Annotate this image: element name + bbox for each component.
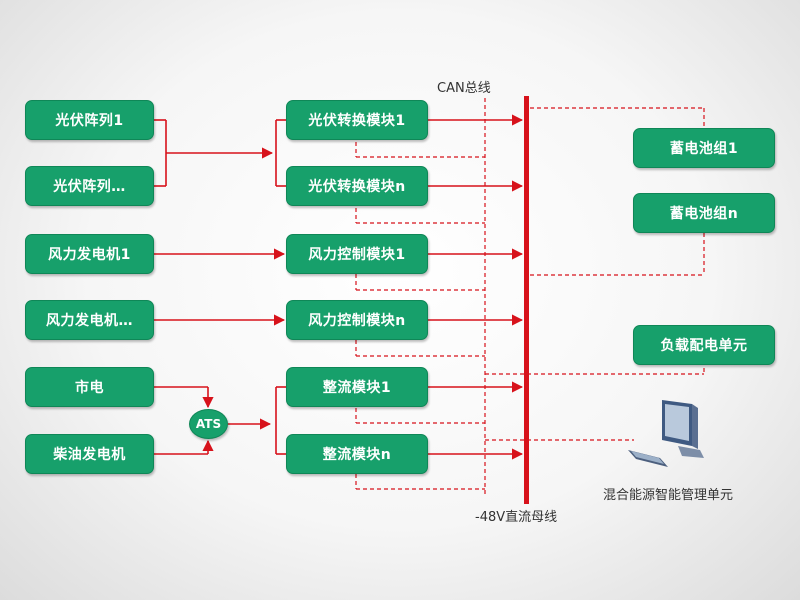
rectifier-n-box: 整流模块n xyxy=(286,434,428,474)
rectifier-1-box: 整流模块1 xyxy=(286,367,428,407)
dc-bus-label: -48V直流母线 xyxy=(475,510,558,525)
diesel-generator-box: 柴油发电机 xyxy=(25,434,154,474)
wind-generator-n-box: 风力发电机… xyxy=(25,300,154,340)
battery-bank-n-box: 蓄电池组n xyxy=(633,193,775,233)
dc-bus-bar xyxy=(524,96,529,504)
battery-bank-1-box: 蓄电池组1 xyxy=(633,128,775,168)
pv-converter-1-box: 光伏转换模块1 xyxy=(286,100,428,140)
pv-array-n-box: 光伏阵列… xyxy=(25,166,154,206)
ats-node: ATS xyxy=(189,409,228,439)
pv-array-1-box: 光伏阵列1 xyxy=(25,100,154,140)
computer-icon xyxy=(628,400,704,467)
can-lines xyxy=(355,98,705,497)
grid-power-box: 市电 xyxy=(25,367,154,407)
wind-controller-n-box: 风力控制模块n xyxy=(286,300,428,340)
pv-converter-n-box: 光伏转换模块n xyxy=(286,166,428,206)
wind-controller-1-box: 风力控制模块1 xyxy=(286,234,428,274)
power-lines xyxy=(154,114,524,460)
load-distribution-box: 负载配电单元 xyxy=(633,325,775,365)
controller-label: 混合能源智能管理单元 xyxy=(603,488,734,503)
can-bus-label: CAN总线 xyxy=(437,81,491,96)
wind-generator-1-box: 风力发电机1 xyxy=(25,234,154,274)
